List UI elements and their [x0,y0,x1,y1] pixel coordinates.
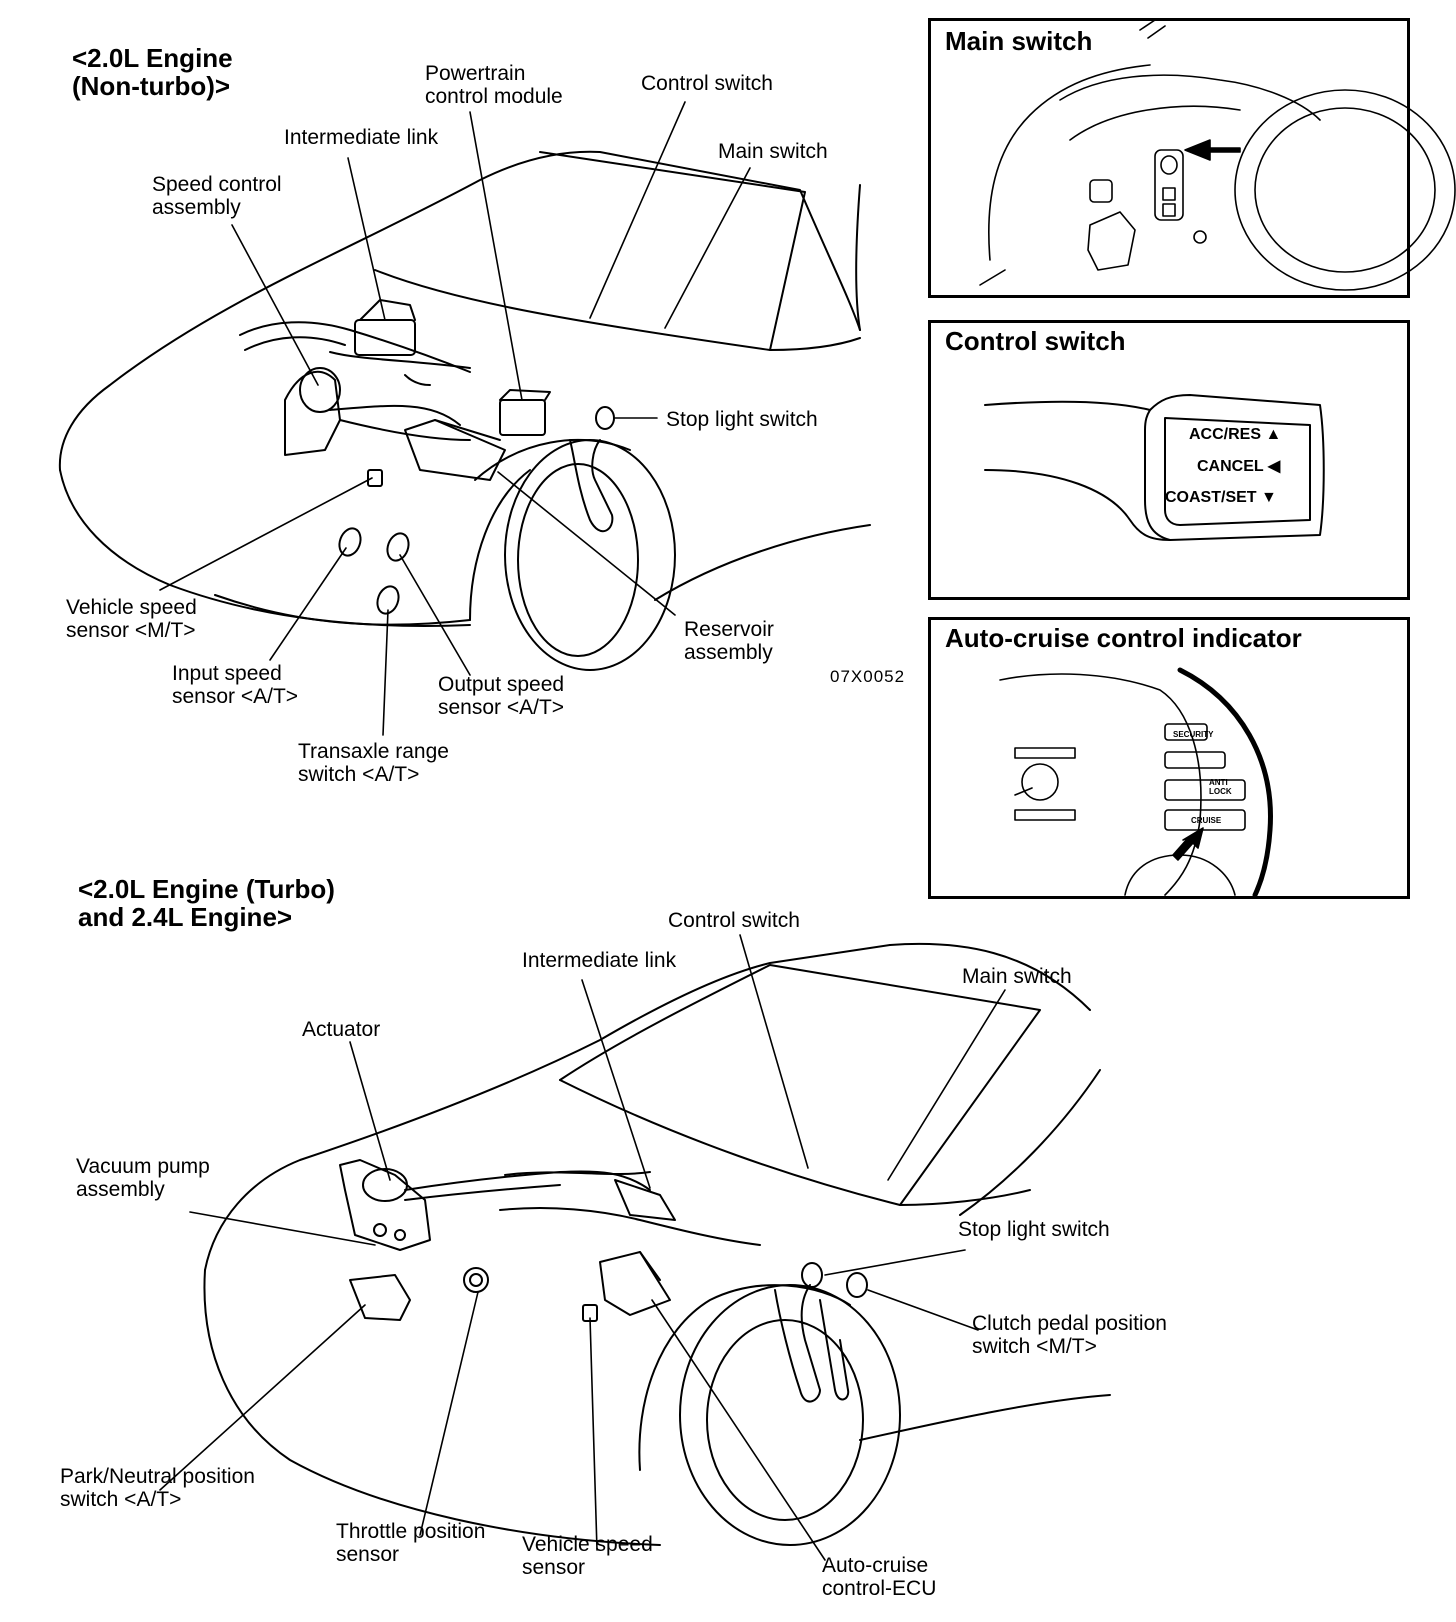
label-vehicle-speed-sensor-bottom: Vehicle speed sensor [522,1533,653,1579]
cancel-button-label: CANCEL ◀ [1197,458,1281,475]
security-lamp-label: SECURITY [1173,730,1214,739]
bottom-leader-lines [159,934,1006,1561]
anti-lock-lamp-label: ANTI LOCK [1209,778,1232,796]
control-switch-panel-title: Control switch [945,326,1126,356]
label-intermediate-link-top: Intermediate link [284,126,439,149]
label-main-switch-bottom: Main switch [962,965,1072,988]
label-speed-control-assembly: Speed control assembly [152,173,282,219]
bottom-car-outline [203,942,1111,1546]
main-switch-panel: Main switch [928,18,1410,298]
control-switch-panel-art [984,394,1325,541]
cruise-lamp-label: CRUISE [1191,816,1222,825]
top-leader-lines [159,101,751,736]
label-auto-cruise-control-ecu: Auto-cruise control-ECU [822,1554,937,1600]
label-powertrain-control-module: Powertrain control module [425,62,563,108]
indicator-panel-title: Auto-cruise control indicator [945,623,1302,653]
label-vehicle-speed-sensor-mt: Vehicle speed sensor <M/T> [66,596,197,642]
label-actuator: Actuator [302,1018,381,1041]
label-control-switch-top: Control switch [641,72,773,95]
coast-set-button-label: COAST/SET ▼ [1165,489,1277,506]
main-switch-panel-title: Main switch [945,26,1093,56]
control-switch-panel: Control switch ACC/RES ▲ CANCEL ◀ COAST/… [928,320,1410,600]
bottom-wheel [638,1284,901,1546]
label-throttle-position-sensor: Throttle position sensor [336,1520,486,1566]
label-clutch-pedal-position-switch: Clutch pedal position switch <M/T> [972,1312,1167,1358]
indicator-panel-art [999,667,1273,898]
acc-res-button-label: ACC/RES ▲ [1189,426,1282,443]
label-intermediate-link-bottom: Intermediate link [522,949,677,972]
figure-code: 07X0052 [830,667,906,686]
bottom-components [339,1159,868,1403]
bottom-section-title: <2.0L Engine (Turbo) and 2.4L Engine> [78,874,335,932]
top-section-title: <2.0L Engine (Non-turbo)> [72,43,233,101]
top-wheel [469,439,676,671]
top-car-outline [58,150,871,627]
label-output-speed-sensor: Output speed sensor <A/T> [438,673,565,719]
label-park-neutral-position-switch: Park/Neutral position switch <A/T> [60,1465,255,1511]
label-stop-light-switch-top: Stop light switch [666,408,818,431]
label-main-switch-top: Main switch [718,140,828,163]
main-switch-panel-art [979,19,1456,291]
label-control-switch-bottom: Control switch [668,909,800,932]
label-input-speed-sensor: Input speed sensor <A/T> [172,662,299,708]
top-components [239,299,615,615]
label-reservoir-assembly: Reservoir assembly [684,618,774,664]
label-vacuum-pump-assembly: Vacuum pump assembly [76,1155,210,1201]
label-transaxle-range-switch: Transaxle range switch <A/T> [298,740,449,786]
label-stop-light-switch-bottom: Stop light switch [958,1218,1110,1241]
auto-cruise-indicator-panel: Auto-cruise control indicator SECURITY A… [928,617,1410,899]
